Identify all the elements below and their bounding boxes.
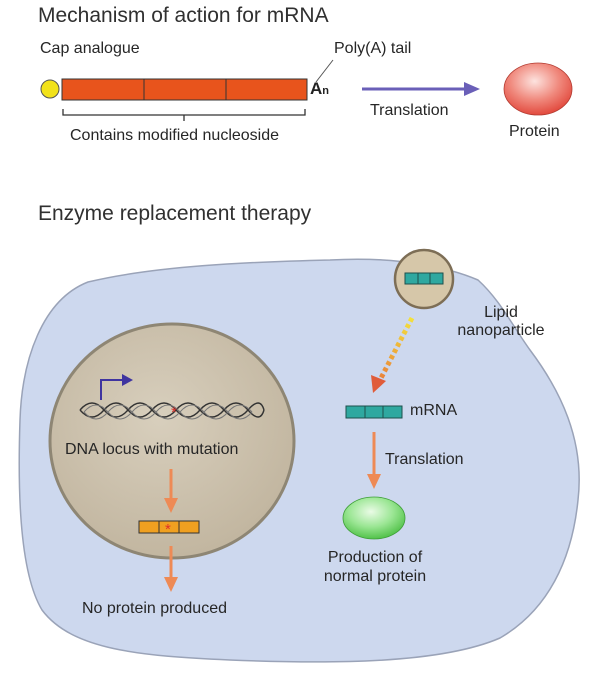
production-label-line2: normal protein xyxy=(323,568,427,585)
production-label-line1: Production of xyxy=(327,549,423,566)
protein-ellipse xyxy=(503,62,573,116)
polya-symbol: An xyxy=(310,80,329,97)
protein-label: Protein xyxy=(509,123,560,140)
mrna-construct xyxy=(40,59,334,101)
dna-double-helix xyxy=(79,402,265,420)
top-title: Mechanism of action for mRNA xyxy=(38,4,329,27)
mutation-star: * xyxy=(171,404,177,421)
translation-label-bottom: Translation xyxy=(385,451,464,468)
mutant-star: * xyxy=(165,521,171,538)
nucleus-arrow-1 xyxy=(164,469,178,513)
mutant-mrna xyxy=(138,520,200,534)
polya-letter: A xyxy=(310,79,323,98)
nucleus-arrow-2 xyxy=(164,546,178,592)
lipid-label-line2: nanoparticle xyxy=(457,322,545,339)
cap-analogue-label: Cap analogue xyxy=(40,40,140,57)
delivery-arrow xyxy=(371,316,415,393)
mrna-label: mRNA xyxy=(410,402,458,419)
polya-label: Poly(A) tail xyxy=(334,40,412,57)
normal-protein-ellipse xyxy=(342,496,406,540)
dna-locus-label: DNA locus with mutation xyxy=(65,441,239,458)
transcription-start-arrow xyxy=(100,374,133,400)
polya-subscript: n xyxy=(322,85,330,97)
cytoplasm-mrna xyxy=(345,405,403,419)
bottom-title: Enzyme replacement therapy xyxy=(38,202,312,225)
mrna-body xyxy=(61,78,308,101)
cap-analogue-circle xyxy=(40,79,60,99)
modified-nucleoside-bracket xyxy=(62,109,306,121)
modified-nucleoside-label: Contains modified nucleoside xyxy=(70,127,280,144)
translation-arrow-purple xyxy=(362,82,480,96)
polya-pointer-line xyxy=(315,59,334,83)
lipid-label-line1: Lipid xyxy=(484,304,518,321)
translation-label-top: Translation xyxy=(370,102,449,119)
lipid-nanoparticle xyxy=(393,248,455,310)
translation-arrow-orange xyxy=(367,432,381,489)
no-protein-label: No protein produced xyxy=(82,600,227,617)
